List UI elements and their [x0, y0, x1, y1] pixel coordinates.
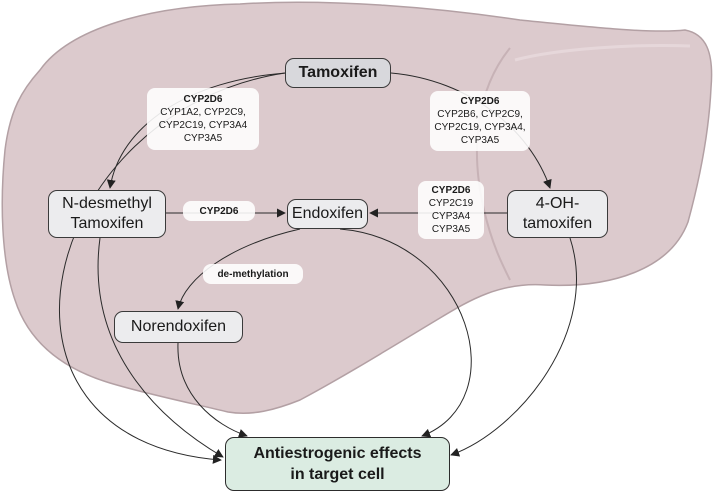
- target-label-line1: Antiestrogenic effects: [253, 445, 422, 462]
- arrow-endoxifen-to-target: [339, 228, 472, 438]
- connections: [58, 72, 577, 464]
- enzyme-label-ndesmethyl-to-endoxifen: CYP2D6: [183, 201, 255, 221]
- endoxifen-label: Endoxifen: [291, 205, 364, 222]
- 4-oh-label-line1: 4-OH-: [535, 195, 580, 212]
- enzyme-line: CYP3A5: [431, 224, 471, 235]
- demethylation-label: de-methylation: [203, 264, 303, 284]
- enzyme-line: CYP3A5: [460, 135, 500, 146]
- enzyme-line: CYP2C19, CYP3A4: [158, 120, 248, 131]
- tamoxifen-label: Tamoxifen: [298, 64, 378, 81]
- enzyme-label-4oh-to-endoxifen: CYP2D6 CYP2C19 CYP3A4 CYP3A5: [418, 181, 484, 239]
- enzyme-line: CYP1A2, CYP2C9,: [160, 107, 246, 118]
- arrow-endoxifen-to-norendoxifen: [175, 228, 301, 310]
- enzyme-line: CYP2B6, CYP2C9,: [437, 109, 523, 120]
- 4-oh-tamoxifen-node: 4-OH- tamoxifen: [507, 190, 608, 238]
- enzyme-line: CYP2C19, CYP3A4,: [434, 122, 526, 133]
- demethylation-text: de-methylation: [217, 268, 289, 280]
- enzyme-label-tamoxifen-to-ndesmethyl: CYP2D6 CYP1A2, CYP2C9, CYP2C19, CYP3A4 C…: [147, 88, 259, 150]
- arrow-norendoxifen-to-target: [177, 342, 248, 438]
- 4-oh-label-line2: tamoxifen: [522, 215, 593, 232]
- enzyme-primary: CYP2D6: [460, 96, 500, 107]
- antiestrogenic-effects-node: Antiestrogenic effects in target cell: [225, 437, 450, 491]
- target-label-line2: in target cell: [290, 466, 385, 483]
- enzyme-line: CYP2C19: [428, 198, 474, 209]
- enzyme-line: CYP3A4: [431, 211, 471, 222]
- arrow-ndesmethyl-to-target: [97, 237, 224, 458]
- n-desmethyl-tamoxifen-node: N-desmethyl Tamoxifen: [48, 190, 166, 238]
- enzyme-line: CYP3A5: [183, 133, 223, 144]
- n-desmethyl-label-line1: N-desmethyl: [62, 195, 152, 212]
- enzyme-primary: CYP2D6: [431, 185, 471, 196]
- n-desmethyl-label-line2: Tamoxifen: [70, 215, 144, 232]
- tamoxifen-node: Tamoxifen: [285, 58, 391, 88]
- enzyme-label-tamoxifen-to-4oh: CYP2D6 CYP2B6, CYP2C9, CYP2C19, CYP3A4, …: [430, 91, 530, 151]
- endoxifen-node: Endoxifen: [287, 199, 368, 229]
- enzyme-primary: CYP2D6: [199, 205, 239, 217]
- enzyme-primary: CYP2D6: [183, 94, 223, 105]
- liver-lobe-highlight: [514, 44, 691, 62]
- norendoxifen-node: Norendoxifen: [114, 311, 243, 343]
- arrow-4oh-to-target: [450, 237, 577, 457]
- norendoxifen-label: Norendoxifen: [130, 318, 227, 335]
